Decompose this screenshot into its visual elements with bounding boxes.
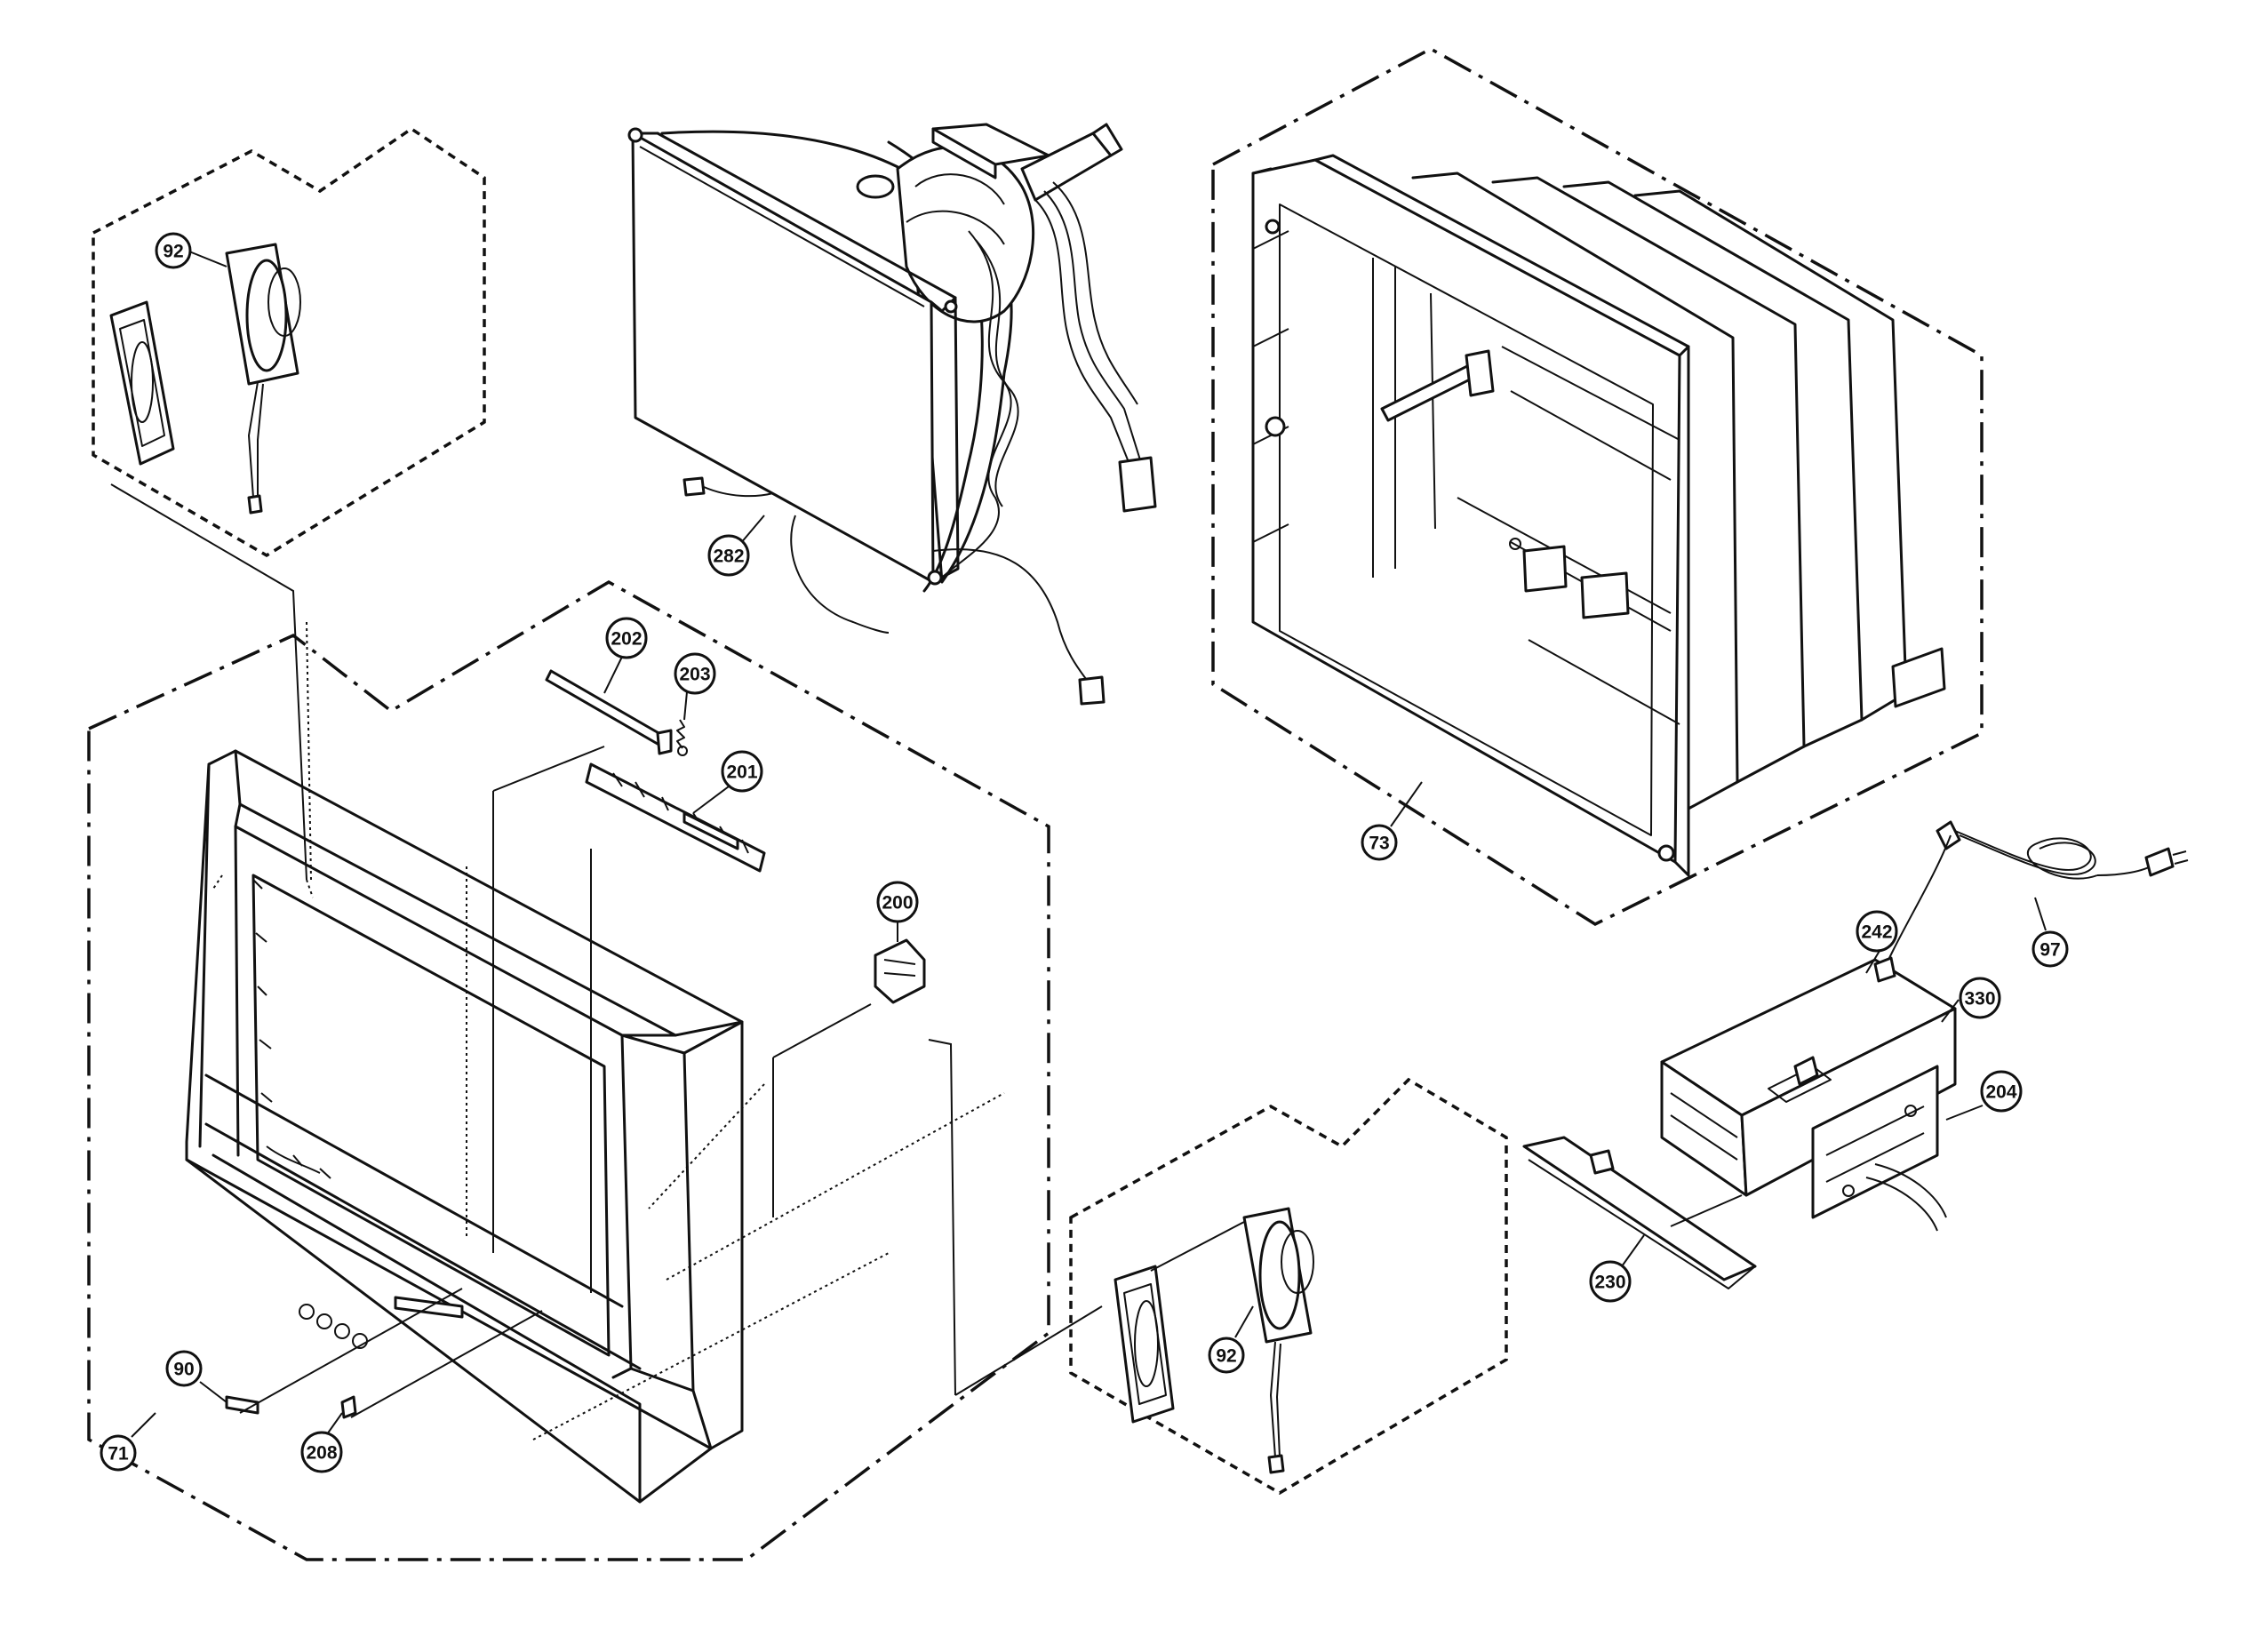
callout-label: 73 bbox=[1369, 834, 1389, 854]
callout-circle bbox=[1959, 977, 2001, 1019]
button-board-201 bbox=[585, 762, 766, 873]
callout-label: 71 bbox=[108, 1444, 129, 1464]
speaker-group-top-boundary bbox=[92, 126, 486, 558]
window-90 bbox=[225, 1395, 259, 1415]
callout-label: 201 bbox=[726, 762, 757, 783]
callout-circle bbox=[300, 1431, 343, 1473]
callout-97: 97 bbox=[2031, 930, 2069, 968]
callout-92-top: 92 bbox=[155, 232, 192, 269]
door-panel-230 bbox=[1522, 1136, 1757, 1289]
callout-label: 203 bbox=[679, 665, 710, 685]
speaker-group-bottom-boundary bbox=[1069, 1077, 1508, 1496]
callout-208: 208 bbox=[300, 1431, 343, 1473]
spring-203 bbox=[676, 719, 688, 756]
speaker-bottom bbox=[1114, 1207, 1314, 1474]
callout-label: 202 bbox=[611, 629, 642, 650]
front-cabinet bbox=[185, 749, 744, 1504]
callout-circle bbox=[876, 881, 919, 923]
callout-label: 208 bbox=[306, 1443, 337, 1464]
callout-leaders bbox=[131, 251, 2047, 1438]
callout-242: 242 bbox=[1856, 910, 1898, 953]
callout-label: 230 bbox=[1594, 1273, 1625, 1293]
crt-picture-tube bbox=[627, 123, 1157, 706]
callout-label: 282 bbox=[713, 547, 744, 567]
power-cord-97 bbox=[1873, 820, 2189, 983]
callout-203: 203 bbox=[674, 652, 716, 695]
callout-bubbles: 92 282 202 203 201 200 73 97 242 330 204 230 92 90 208… bbox=[100, 232, 2069, 1473]
callout-circle bbox=[2031, 930, 2069, 968]
speaker-top bbox=[109, 243, 301, 515]
cabinet-back-cover bbox=[1251, 154, 1946, 877]
callout-circle bbox=[674, 652, 716, 695]
callout-92-bottom: 92 bbox=[1208, 1337, 1245, 1374]
callout-label: 204 bbox=[1985, 1082, 2016, 1103]
callout-202: 202 bbox=[605, 617, 648, 659]
mechanism-242 bbox=[1660, 958, 1957, 1232]
callout-label: 330 bbox=[1964, 989, 1995, 1010]
callout-73: 73 bbox=[1361, 824, 1398, 861]
callout-label: 92 bbox=[1216, 1346, 1236, 1367]
callout-circle bbox=[165, 1350, 203, 1387]
bracket-202 bbox=[545, 669, 673, 755]
callout-circle bbox=[1361, 824, 1398, 861]
callout-200: 200 bbox=[876, 881, 919, 923]
callout-label: 97 bbox=[2039, 940, 2060, 961]
callout-71: 71 bbox=[100, 1434, 137, 1472]
callout-circle bbox=[100, 1434, 137, 1472]
callout-circle bbox=[707, 534, 750, 577]
callout-330: 330 bbox=[1959, 977, 2001, 1019]
switch-200 bbox=[874, 938, 926, 1004]
callout-circle bbox=[721, 750, 763, 793]
callout-90: 90 bbox=[165, 1350, 203, 1387]
callout-circle bbox=[1589, 1260, 1632, 1303]
front-cabinet-group-boundary bbox=[87, 579, 1050, 1561]
cabinet-back-group-boundary bbox=[1211, 47, 1984, 927]
callout-230: 230 bbox=[1589, 1260, 1632, 1303]
callout-204: 204 bbox=[1980, 1070, 2023, 1113]
callout-label: 90 bbox=[173, 1360, 194, 1380]
connection-lines bbox=[110, 483, 1743, 1441]
callout-circle bbox=[1980, 1070, 2023, 1113]
callout-circle bbox=[155, 232, 192, 269]
group-boundaries bbox=[87, 47, 1984, 1561]
callout-label: 200 bbox=[882, 893, 913, 914]
callout-label: 242 bbox=[1861, 922, 1892, 943]
callout-label: 92 bbox=[163, 242, 183, 262]
callout-circle bbox=[605, 617, 648, 659]
callout-circle bbox=[1856, 910, 1898, 953]
callout-201: 201 bbox=[721, 750, 763, 793]
callout-282: 282 bbox=[707, 534, 750, 577]
clip-208 bbox=[340, 1395, 357, 1419]
callout-circle bbox=[1208, 1337, 1245, 1374]
